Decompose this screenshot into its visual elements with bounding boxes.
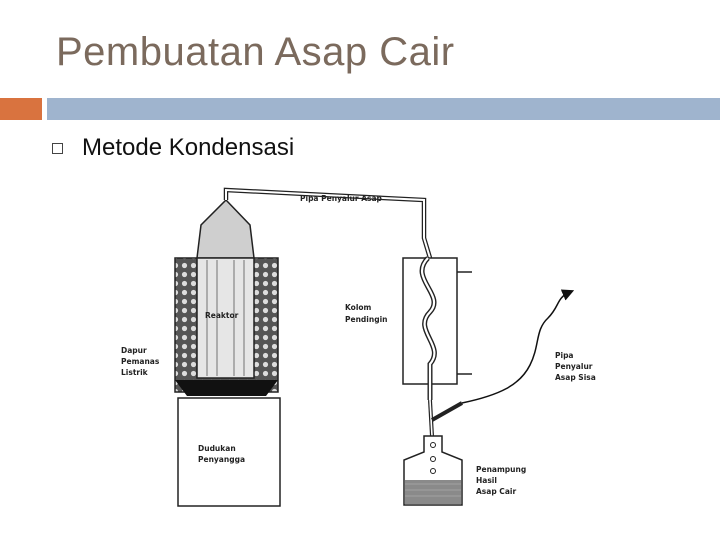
label-column-2: Pendingin	[345, 315, 387, 324]
label-column-1: Kolom	[345, 303, 372, 312]
label-collector-2: Hasil	[476, 476, 497, 485]
reactor	[196, 198, 255, 379]
collector-bottle	[403, 435, 463, 506]
label-outlet-2: Penyalur	[555, 362, 593, 371]
label-furnace-1: Dapur	[121, 346, 147, 355]
label-pipe: Pipa Penyalur Asap	[300, 194, 383, 203]
label-stand-2: Penyangga	[198, 455, 245, 464]
bullet-text: Metode Kondensasi	[82, 134, 295, 161]
bullet-square-icon	[52, 143, 63, 154]
residual-smoke-pipe	[461, 289, 575, 404]
label-stand-1: Dudukan	[198, 444, 236, 453]
accent-bar-blue	[47, 98, 720, 120]
accent-bar-orange	[0, 98, 42, 120]
label-reactor: Reaktor	[205, 311, 239, 320]
label-collector-3: Asap Cair	[476, 487, 516, 496]
label-outlet-3: Asap Sisa	[555, 373, 596, 382]
support-stand	[177, 397, 281, 507]
label-furnace-2: Pemanas	[121, 357, 160, 366]
label-furnace-3: Listrik	[121, 368, 149, 377]
label-outlet-1: Pipa	[555, 351, 574, 360]
label-collector-1: Penampung	[476, 465, 526, 474]
cooling-column	[402, 256, 472, 400]
slide-title: Pembuatan Asap Cair	[56, 30, 455, 74]
